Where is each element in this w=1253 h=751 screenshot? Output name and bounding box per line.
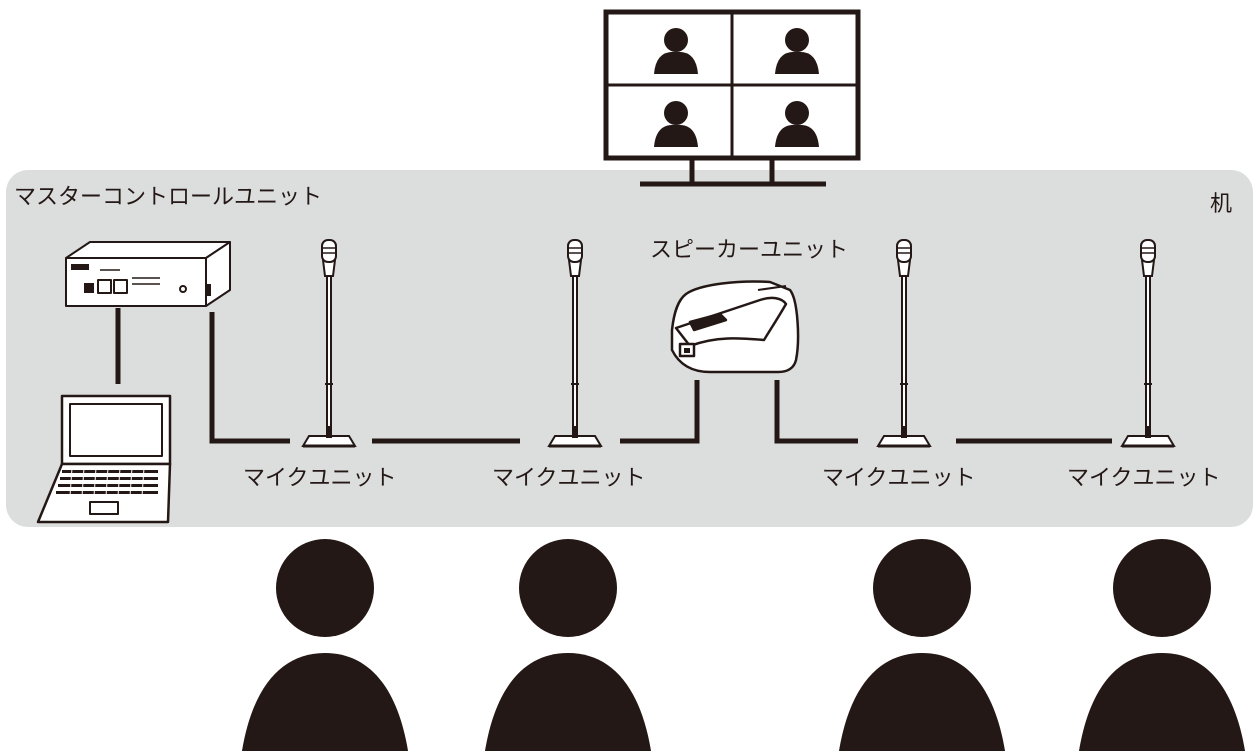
mic-unit-label: マイクユニット [822,466,976,491]
person-icon [481,539,655,751]
speaker-unit-label: スピーカーユニット [650,238,849,263]
person-icon [238,539,412,751]
person-icon [835,539,1009,751]
person-icon [1075,539,1249,751]
connection-cables [115,308,1112,444]
laptop-icon [36,394,172,524]
master-control-unit-icon [65,241,231,307]
mic-unit-label: マイクユニット [243,466,397,491]
master-control-unit-label: マスターコントロールユニット [14,185,323,210]
mic-unit-label: マイクユニット [1067,466,1221,491]
desk-label: 机 [1210,192,1233,217]
speaker-unit-icon [670,280,800,374]
mic-unit-label: マイクユニット [492,466,646,491]
monitor-icon [603,9,861,187]
